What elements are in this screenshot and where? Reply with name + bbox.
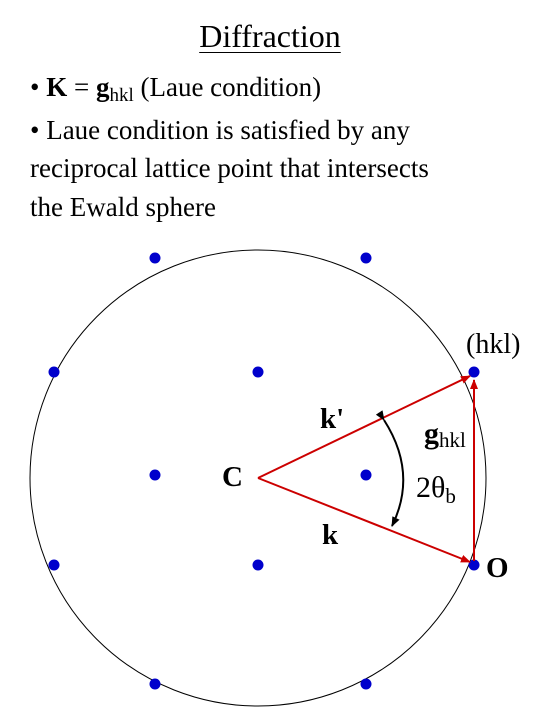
lattice-points: [48, 252, 480, 690]
hkl-label: (hkl): [466, 329, 521, 360]
center-label: C: [222, 461, 243, 493]
lattice-point-hkl: [468, 366, 480, 378]
bullet-laue-explanation-2: reciprocal lattice point that intersects: [30, 153, 429, 183]
bullet-laue-explanation-3: the Ewald sphere: [30, 191, 216, 222]
lattice-point: [149, 469, 161, 481]
two-theta-subscript: b: [445, 484, 456, 508]
lattice-point: [360, 469, 372, 481]
lattice-point: [252, 559, 264, 571]
two-theta-label: 2θb: [416, 471, 456, 507]
k-vector-symbol: K: [46, 72, 68, 102]
g-hkl-label: ghkl: [424, 417, 466, 452]
k-prime-label: k': [320, 403, 345, 435]
lattice-point: [360, 252, 372, 264]
k-prime-vector: [257, 375, 471, 479]
equals-sign: =: [67, 72, 96, 102]
bullet-list: • K = ghkl (Laue condition) • Laue condi…: [30, 68, 530, 226]
laue-condition-text: (Laue condition): [133, 72, 322, 102]
two-theta-symbol: 2θ: [416, 471, 446, 504]
origin-label: O: [486, 552, 509, 584]
k-vector: [257, 477, 471, 563]
lattice-point: [252, 366, 264, 378]
lattice-point: [360, 678, 372, 690]
bullet-laue-explanation-1: • Laue condition is satisfied by any: [30, 114, 410, 145]
lattice-point: [48, 559, 60, 571]
lattice-point: [48, 366, 60, 378]
ewald-sphere: [29, 249, 487, 707]
g-vector-symbol: g: [95, 72, 110, 102]
two-theta-angle-arc: [375, 410, 405, 527]
k-label: k: [322, 519, 339, 551]
slide-title-text: Diffraction: [199, 18, 341, 54]
lattice-point: [149, 252, 161, 264]
g-hkl-symbol: g: [424, 417, 439, 450]
g-vector-subscript: hkl: [109, 85, 134, 106]
lattice-point: [149, 678, 161, 690]
lattice-point-origin: [468, 559, 480, 571]
bullet-mark: •: [30, 72, 47, 102]
g-hkl-subscript: hkl: [439, 428, 466, 452]
bullet-laue-equation: • K = ghkl (Laue condition): [30, 68, 530, 111]
slide-title: Diffraction: [0, 16, 540, 56]
